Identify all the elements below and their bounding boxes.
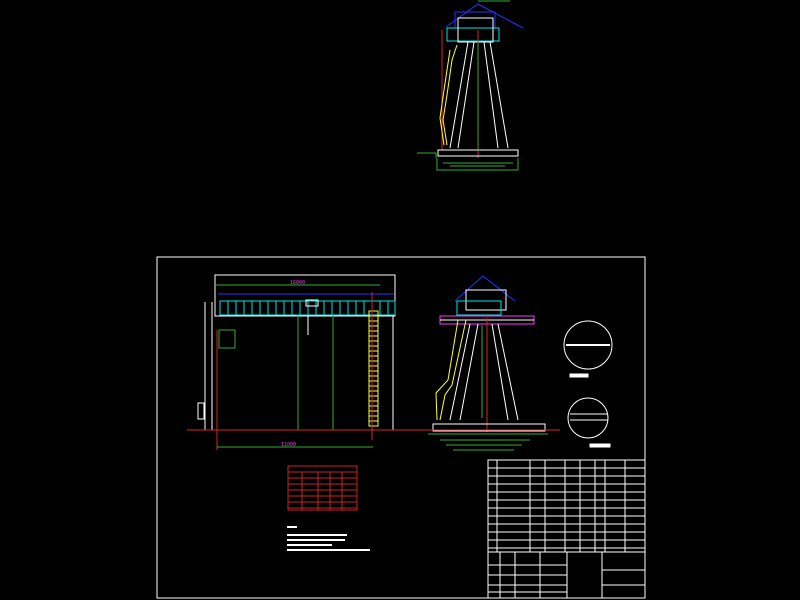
notes: [287, 526, 370, 551]
spec-table: [287, 465, 358, 511]
note-line: [287, 544, 332, 546]
note-line: [287, 534, 347, 536]
note-line: [287, 549, 370, 551]
span-top-dim: 16000: [290, 280, 305, 286]
drawing-frame: [156, 256, 646, 599]
roof: [445, 3, 524, 29]
detail-views: [563, 320, 613, 448]
top-side-view: [417, 0, 524, 171]
note-line: [287, 539, 345, 541]
span-bottom-dim: 11000: [281, 442, 296, 448]
front-view: [187, 274, 430, 450]
title-block: [487, 459, 646, 599]
notes-heading: [287, 526, 297, 528]
side-view: [418, 275, 560, 451]
